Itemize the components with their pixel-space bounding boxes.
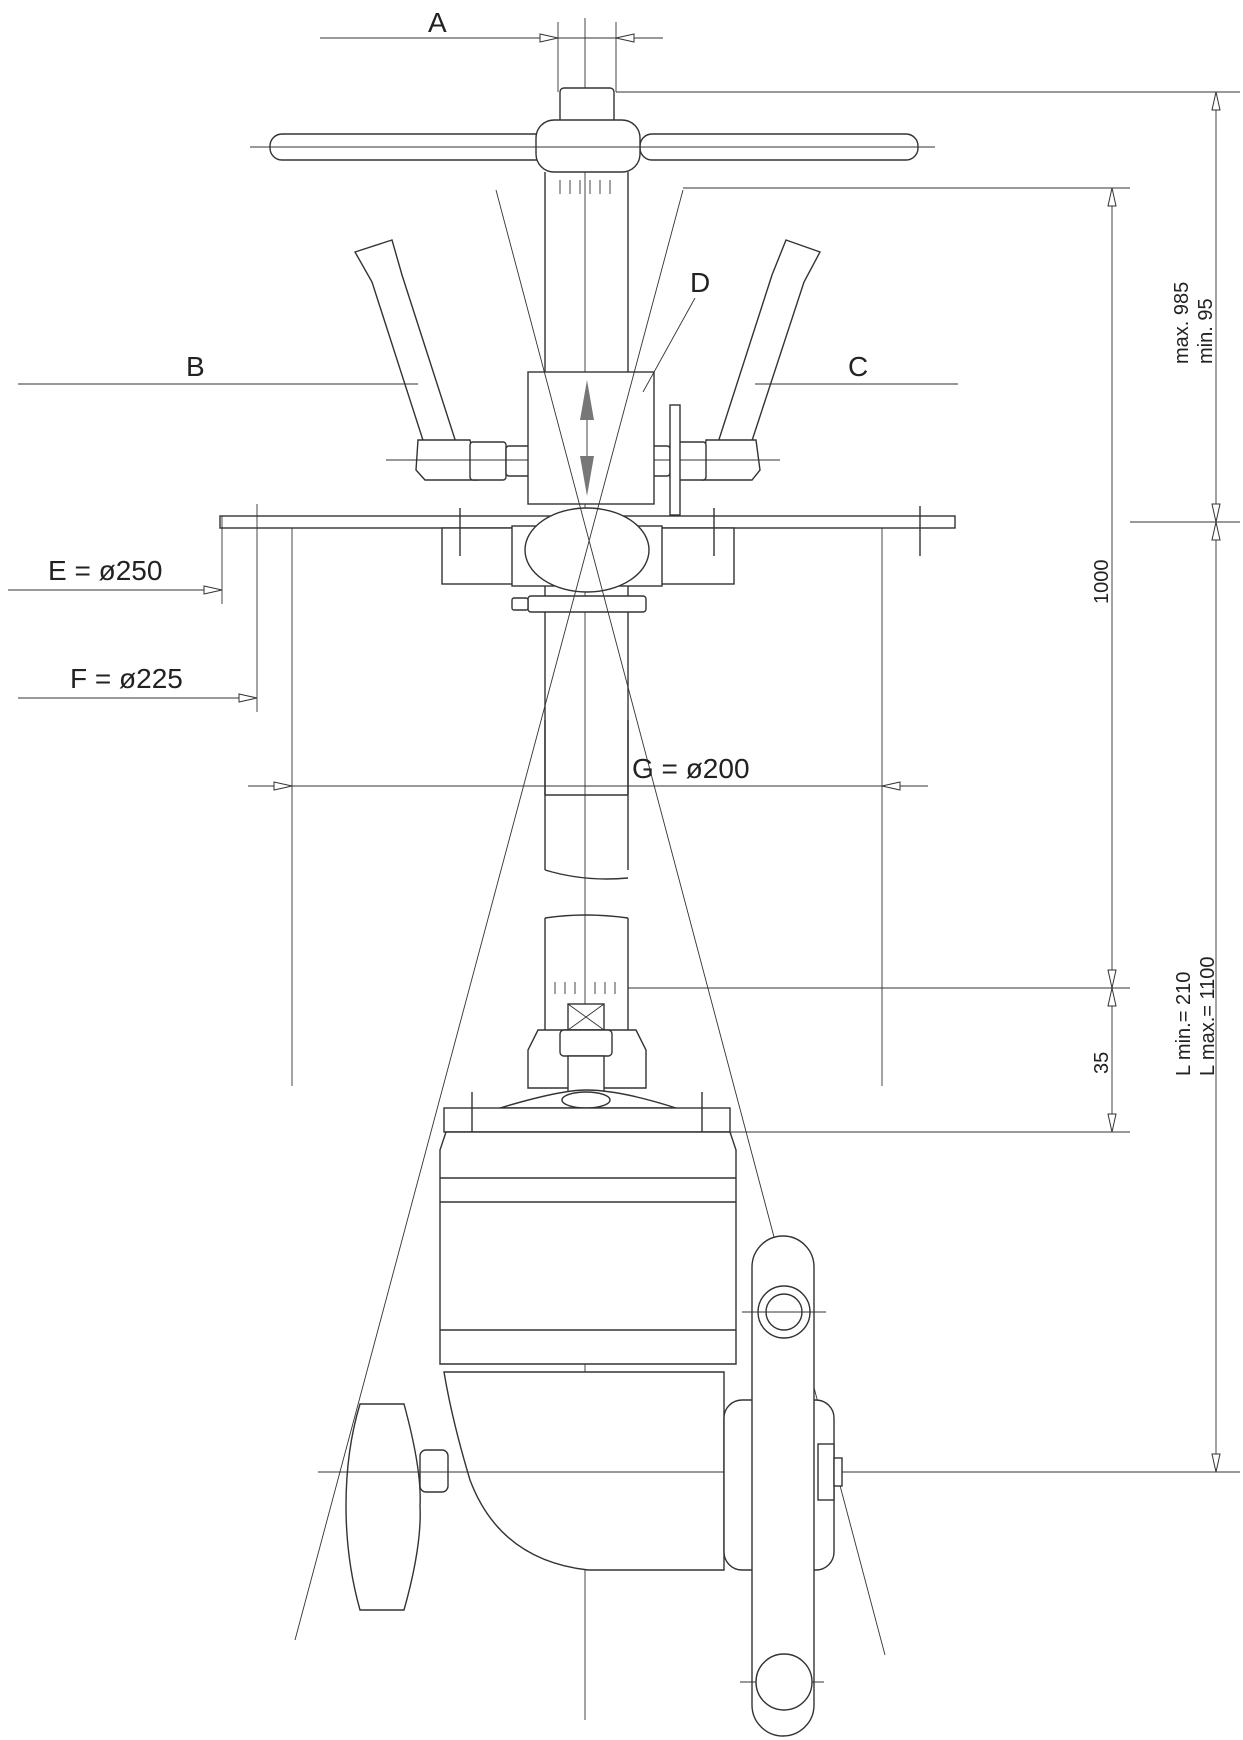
label-e: E = ø250 [48, 555, 162, 586]
gearbox-body [527, 371, 655, 505]
arrow-down-icon [580, 456, 594, 496]
t-handle [250, 87, 935, 194]
mounting-plate [219, 506, 956, 613]
dimension-max-985: max. 985 [1171, 282, 1193, 364]
dimension-min-95: min. 95 [1195, 298, 1217, 364]
leader-c: C [755, 351, 958, 385]
label-g: G = ø200 [632, 753, 750, 784]
dimension-l-max: L max.= 1100 [1197, 956, 1219, 1076]
arrow-up-icon [580, 380, 594, 420]
dimension-35: 35 [1091, 1052, 1113, 1074]
dimension-1000: 1000 [1091, 560, 1113, 605]
dimension-chain-right: max. 985 min. 95 1000 35 L min.= 210 L m… [616, 91, 1240, 1473]
spindle-upper [544, 172, 629, 880]
leader-d: D [642, 267, 710, 393]
spindle-lower [499, 914, 677, 1109]
handwheel-right [723, 1235, 843, 1737]
label-b: B [186, 351, 205, 382]
diameter-g: G = ø200 [248, 528, 928, 1086]
label-a: A [428, 7, 447, 38]
dimension-l-min: L min.= 210 [1173, 972, 1195, 1076]
diameter-f: F = ø225 [18, 504, 258, 712]
label-c: C [848, 351, 868, 382]
lever-right [628, 239, 822, 516]
label-f: F = ø225 [70, 663, 183, 694]
label-d: D [690, 267, 710, 298]
leader-b: B [18, 351, 418, 385]
actuator-housing [439, 1092, 737, 1571]
dimension-a: A [320, 7, 663, 92]
diameter-e: E = ø250 [8, 516, 223, 604]
